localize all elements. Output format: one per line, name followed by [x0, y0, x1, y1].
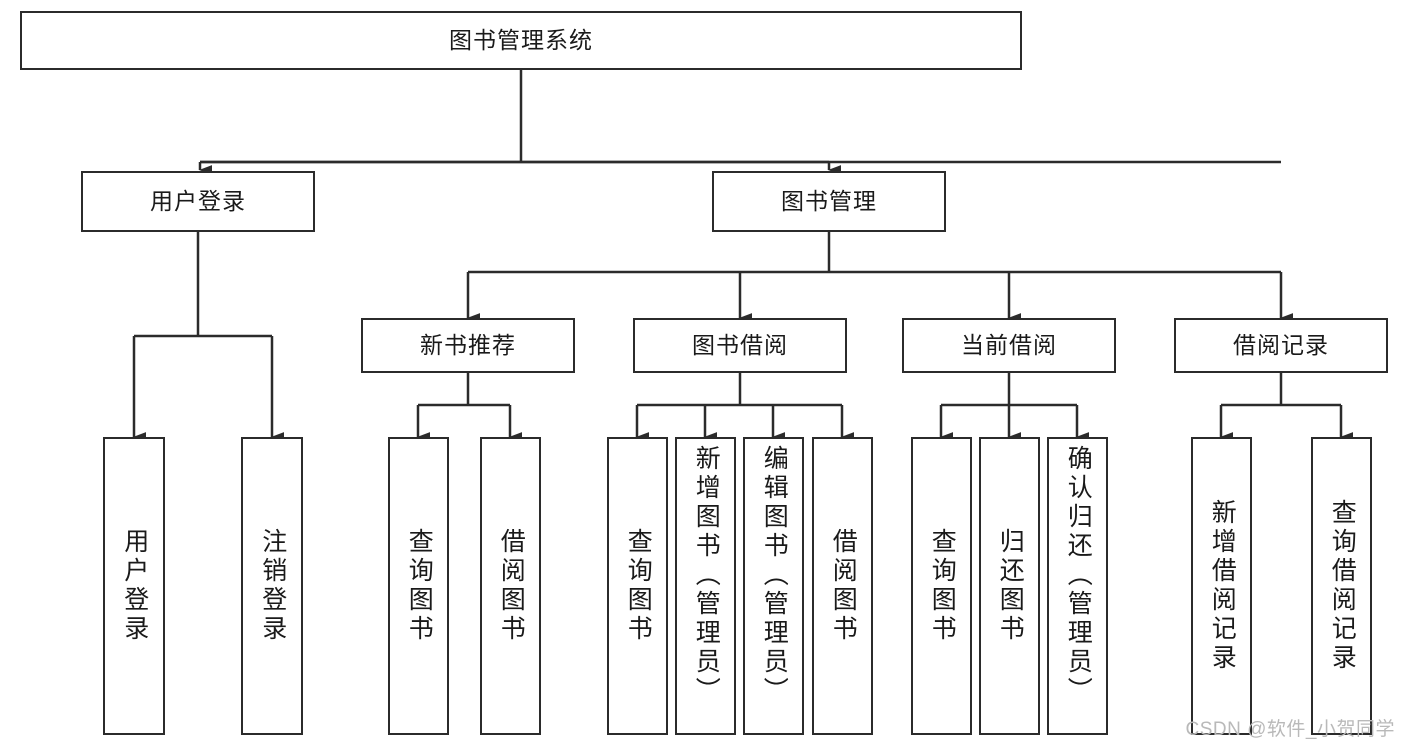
node-label: 查询借阅记录 — [1328, 499, 1357, 673]
node-label: 查询图书 — [405, 528, 434, 644]
node-label: 图书管理系统 — [449, 26, 593, 53]
node-leaf-query-book-3[interactable]: 查询图书 — [911, 437, 972, 735]
node-leaf-query-book-1[interactable]: 查询图书 — [388, 437, 449, 735]
node-user-login[interactable]: 用户登录 — [81, 171, 315, 232]
node-label: 新增借阅记录 — [1208, 499, 1237, 673]
node-root-book-management-system[interactable]: 图书管理系统 — [20, 11, 1022, 70]
node-label: 注销登录 — [258, 528, 287, 644]
node-label: 借阅记录 — [1233, 331, 1329, 358]
node-label: 查询图书 — [624, 528, 653, 644]
watermark-text: CSDN @软件_小贺同学 — [1185, 719, 1395, 740]
node-leaf-edit-book[interactable]: 编辑图书（管理员） — [743, 437, 804, 735]
node-label: 图书管理 — [781, 187, 877, 214]
node-label: 图书借阅 — [692, 331, 788, 358]
node-label: 用户登录 — [120, 528, 149, 644]
node-book-borrow[interactable]: 图书借阅 — [633, 318, 847, 373]
node-leaf-add-borrow-record[interactable]: 新增借阅记录 — [1191, 437, 1252, 735]
node-current-borrow[interactable]: 当前借阅 — [902, 318, 1116, 373]
node-label: 用户登录 — [150, 187, 246, 214]
node-borrow-record[interactable]: 借阅记录 — [1174, 318, 1388, 373]
node-label: 查询图书 — [928, 528, 957, 644]
node-label: 新增图书（管理员） — [692, 445, 721, 706]
node-label: 当前借阅 — [961, 331, 1057, 358]
node-book-management[interactable]: 图书管理 — [712, 171, 946, 232]
node-label: 新书推荐 — [420, 331, 516, 358]
node-leaf-add-book[interactable]: 新增图书（管理员） — [675, 437, 736, 735]
node-leaf-user-login[interactable]: 用户登录 — [103, 437, 165, 735]
node-new-book-recommend[interactable]: 新书推荐 — [361, 318, 575, 373]
node-label: 借阅图书 — [829, 528, 858, 644]
node-label: 确认归还（管理员） — [1064, 445, 1093, 706]
node-leaf-borrow-book-1[interactable]: 借阅图书 — [480, 437, 541, 735]
node-leaf-confirm-return[interactable]: 确认归还（管理员） — [1047, 437, 1108, 735]
node-label: 借阅图书 — [497, 528, 526, 644]
node-leaf-borrow-book-2[interactable]: 借阅图书 — [812, 437, 873, 735]
node-leaf-query-book-2[interactable]: 查询图书 — [607, 437, 668, 735]
node-leaf-return-book[interactable]: 归还图书 — [979, 437, 1040, 735]
node-label: 编辑图书（管理员） — [760, 445, 789, 706]
node-label: 归还图书 — [996, 528, 1025, 644]
node-leaf-query-borrow-record[interactable]: 查询借阅记录 — [1311, 437, 1372, 735]
node-leaf-user-logout[interactable]: 注销登录 — [241, 437, 303, 735]
